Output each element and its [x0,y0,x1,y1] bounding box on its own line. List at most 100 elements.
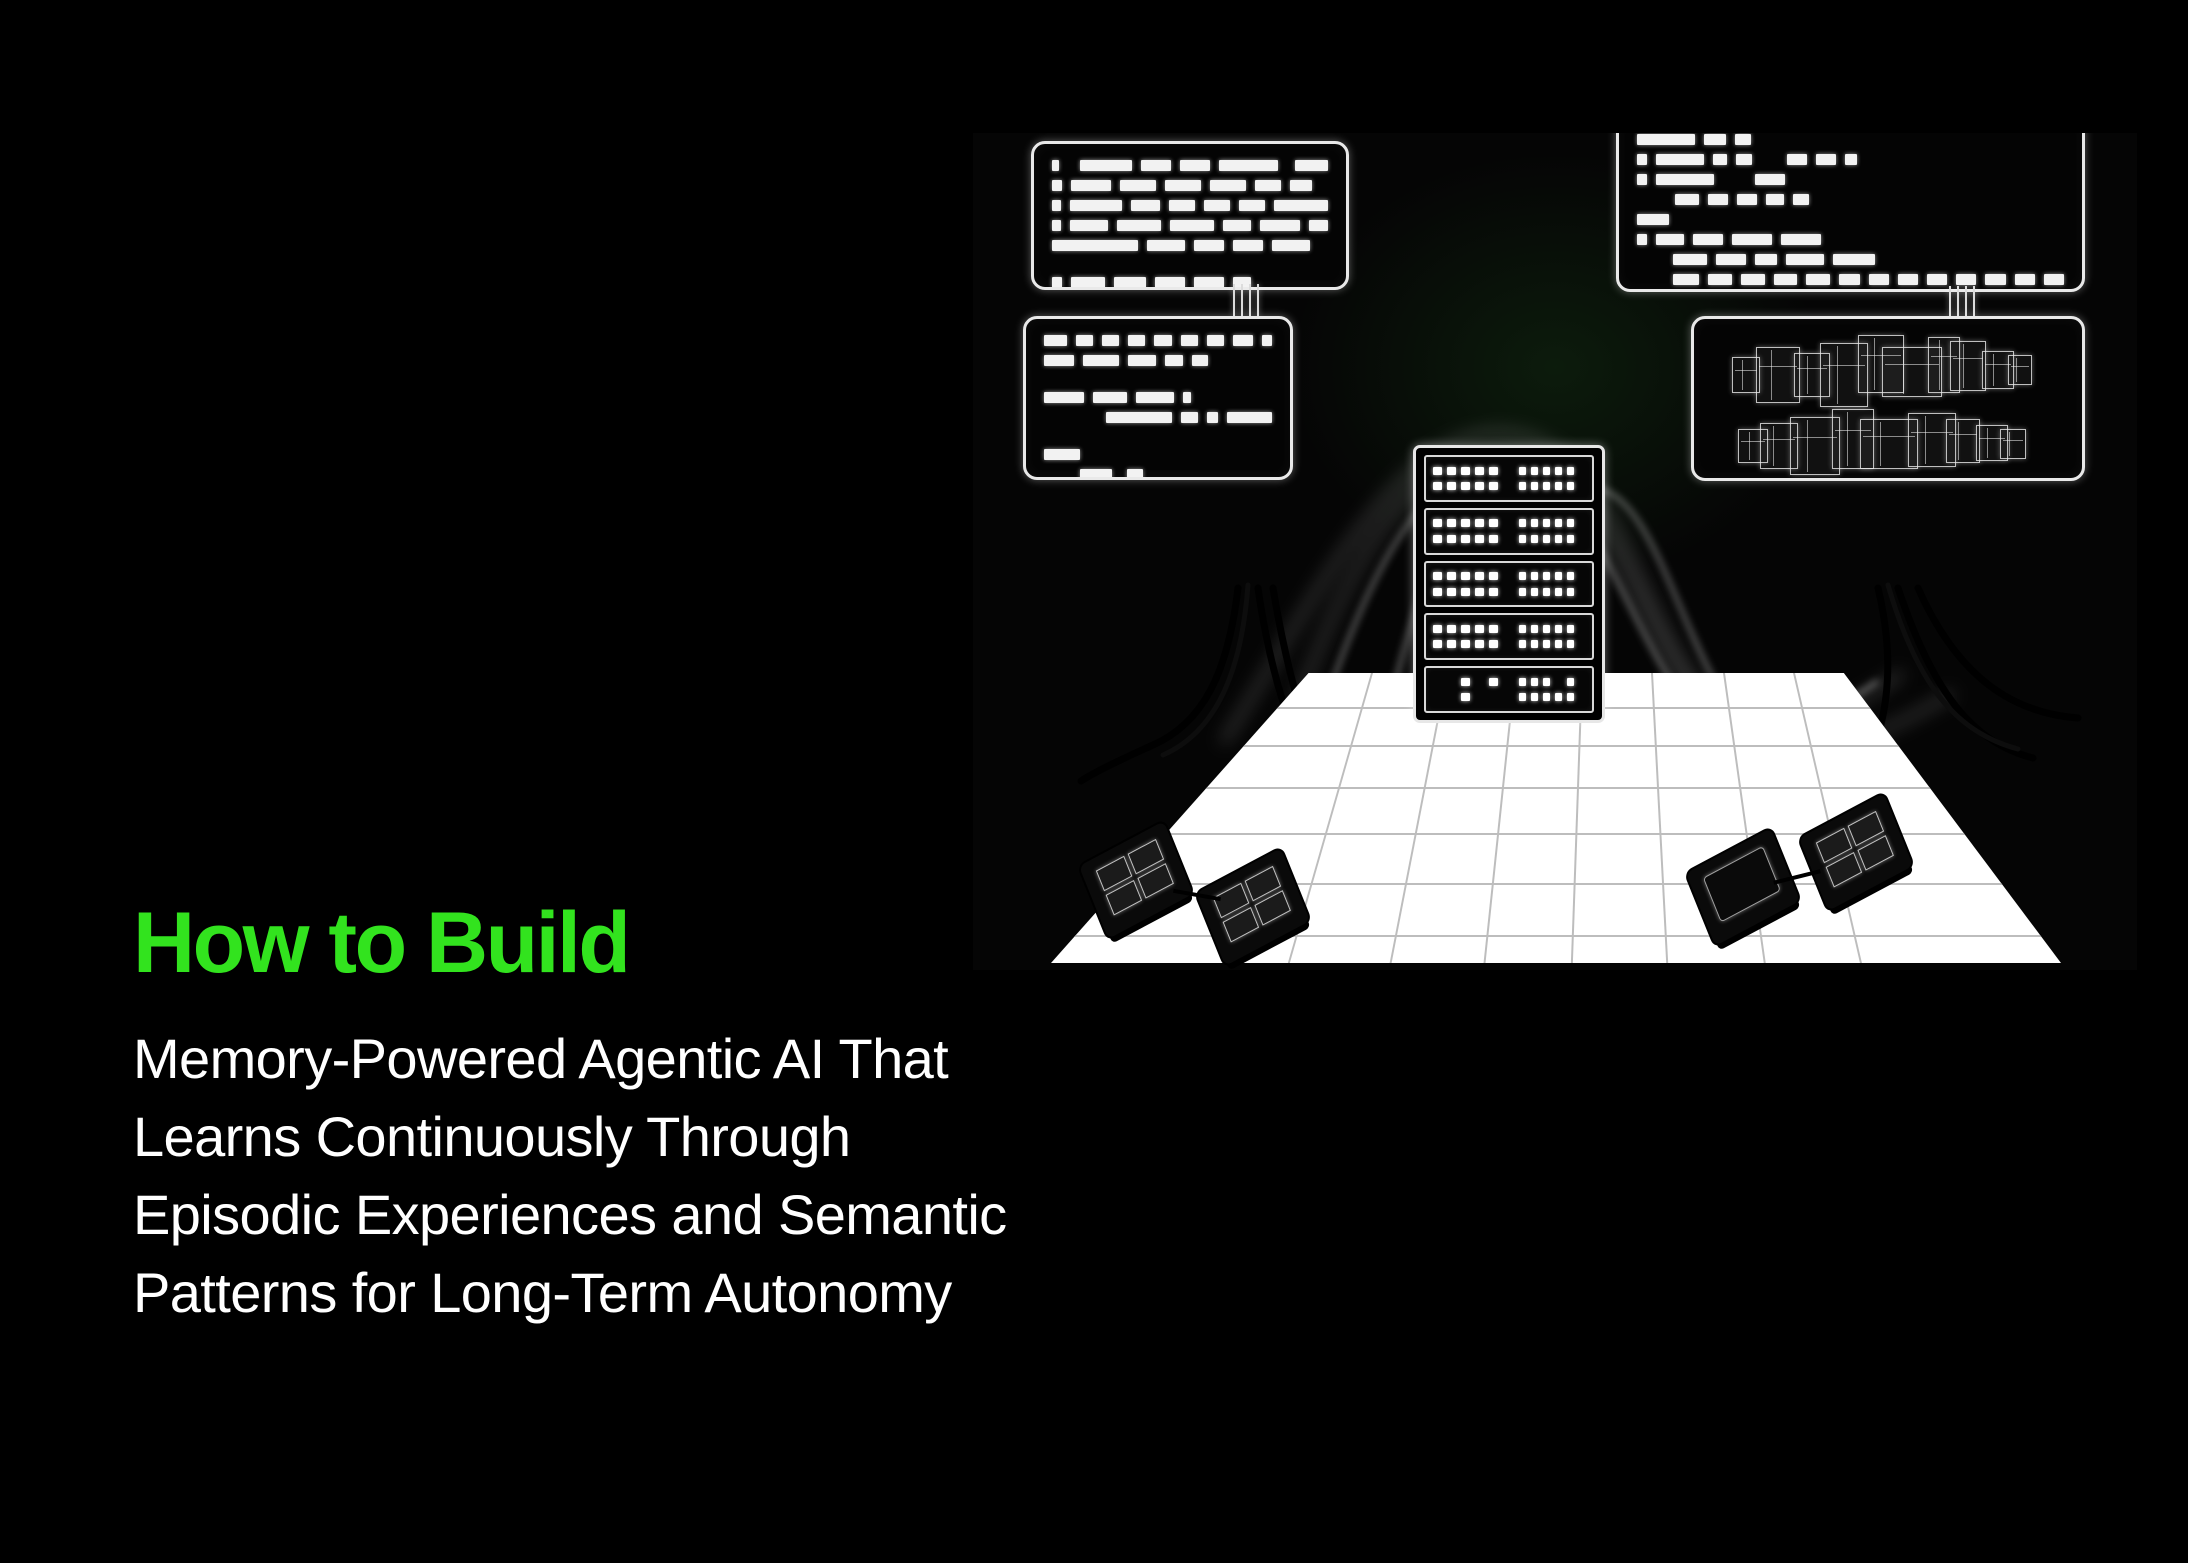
circuit-segment [1946,419,1980,463]
led [1433,482,1442,491]
page-title: How to Build [133,895,631,991]
led [1531,572,1538,581]
code-line [1637,214,2064,225]
led [1475,572,1484,581]
led-row [1433,693,1585,702]
circuit-segment [1908,413,1956,467]
code-line [1052,277,1328,287]
led [1475,587,1484,596]
circuit-segment [1858,335,1904,393]
led [1447,519,1456,528]
grid-line-horizontal [1051,745,2061,747]
led [1447,625,1456,634]
led [1433,625,1442,634]
led [1543,625,1550,634]
code-panel-top-right-content [1619,133,2082,289]
led [1447,678,1456,686]
led [1433,519,1442,528]
led [1531,466,1538,475]
led [1489,693,1498,701]
code-line [1044,335,1272,346]
led [1475,534,1484,543]
code-line [1052,200,1328,211]
led [1489,587,1498,596]
subtitle-line-3: Episodic Experiences and Semantic [133,1183,1007,1246]
circuit-segment [2000,429,2026,459]
led [1567,640,1574,649]
led [1531,640,1538,649]
led [1519,640,1526,649]
circuit-panel-bottom-right[interactable] [1691,316,2085,481]
led-row [1433,625,1585,634]
led [1519,693,1526,702]
chip-die [1702,845,1781,923]
led [1531,625,1538,634]
led [1447,482,1456,491]
led [1447,693,1456,701]
circuit-segment [1756,347,1800,403]
code-line [1637,234,2064,245]
circuit-segment [1820,343,1868,407]
led [1447,466,1456,475]
led [1531,534,1538,543]
code-panel-top-left[interactable] [1031,141,1349,290]
led [1531,519,1538,528]
hero-illustration [973,133,2137,970]
led [1461,482,1470,491]
grid-line-vertical [1651,673,1669,963]
led [1555,534,1562,543]
led [1567,534,1574,543]
led [1519,625,1526,634]
code-line [1052,160,1328,171]
led [1489,519,1498,528]
led [1519,677,1526,686]
led [1461,587,1470,596]
code-panel-bottom-left-content [1026,319,1290,477]
rack-unit [1424,666,1594,713]
led [1555,482,1562,491]
rack-unit [1424,455,1594,502]
led [1543,534,1550,543]
led [1555,625,1562,634]
led [1519,572,1526,581]
led [1433,587,1442,596]
led [1567,625,1574,634]
led [1447,640,1456,649]
circuit-segment [1790,417,1840,475]
led [1433,640,1442,649]
led [1475,519,1484,528]
code-line [1044,449,1272,460]
led [1519,519,1526,528]
led [1461,572,1470,581]
led [1461,534,1470,543]
led [1433,466,1442,475]
led [1543,466,1550,475]
led [1543,693,1550,702]
title-block: How to Build Memory-Powered Agentic AI T… [133,900,1093,1332]
code-panel-top-right[interactable] [1616,133,2085,292]
subtitle-line-2: Learns Continuously Through [133,1105,851,1168]
circuit-panel-content [1694,319,2082,478]
led [1433,693,1442,701]
code-line [1637,274,2065,285]
led [1489,534,1498,543]
code-panel-bottom-left[interactable] [1023,316,1293,480]
panel-connector-left [1233,284,1259,316]
led [1519,466,1526,475]
led [1543,482,1550,491]
led-row [1433,572,1585,581]
subtitle-line-1: Memory-Powered Agentic AI That [133,1027,949,1090]
led [1447,534,1456,543]
led [1489,572,1498,581]
chip-die [1095,838,1174,916]
led [1475,466,1484,475]
led [1567,572,1574,581]
led [1519,587,1526,596]
led [1447,587,1456,596]
led [1555,678,1562,686]
code-line [1052,220,1328,231]
led [1555,693,1562,702]
server-rack[interactable] [1413,445,1605,723]
grid-line-horizontal [1051,787,2061,789]
circuit-segment [2008,355,2032,385]
